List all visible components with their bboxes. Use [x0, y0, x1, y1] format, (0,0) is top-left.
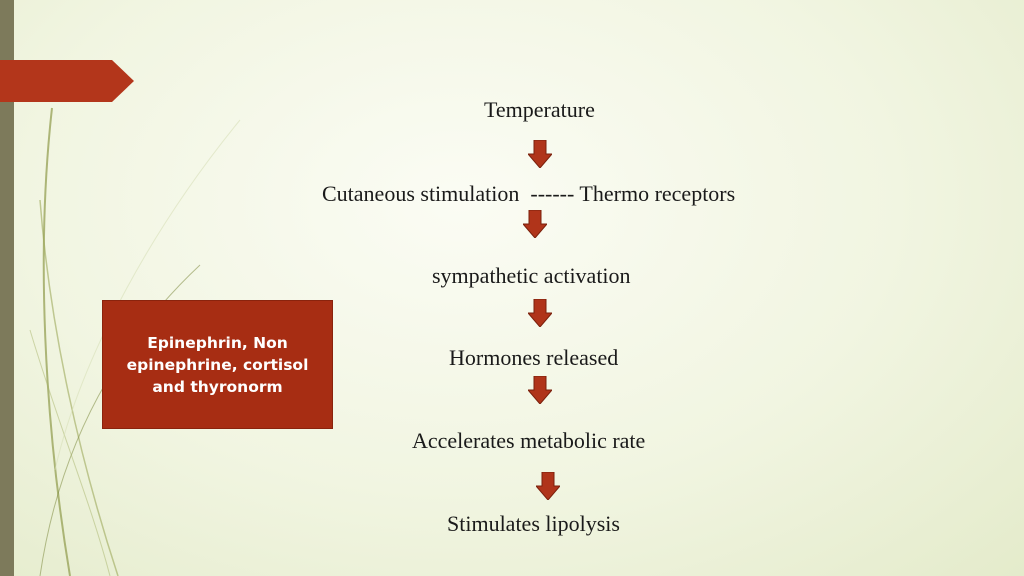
flow-step-sympathetic-activation: sympathetic activation: [432, 263, 631, 288]
down-arrow-icon: [523, 210, 547, 238]
down-arrow-icon: [536, 472, 560, 500]
flow-step-temperature: Temperature: [484, 97, 595, 122]
flow-step-hormones-released: Hormones released: [449, 345, 619, 370]
flow-step-accelerates-metabolic-rate: Accelerates metabolic rate: [412, 428, 646, 453]
down-arrow-icon: [528, 140, 552, 168]
flow-step-cutaneous-stimulation: Cutaneous stimulation ------ Thermo rece…: [322, 181, 736, 206]
left-accent-bar: [0, 0, 14, 576]
hormones-box-text: Epinephrin, Non epinephrine, cortisol an…: [126, 333, 309, 396]
down-arrow-icon: [528, 299, 552, 327]
header-tab-shape: [0, 60, 134, 102]
down-arrow-icon: [528, 376, 552, 404]
hormones-box: Epinephrin, Non epinephrine, cortisol an…: [102, 300, 333, 429]
flow-step-stimulates-lipolysis: Stimulates lipolysis: [447, 511, 620, 536]
